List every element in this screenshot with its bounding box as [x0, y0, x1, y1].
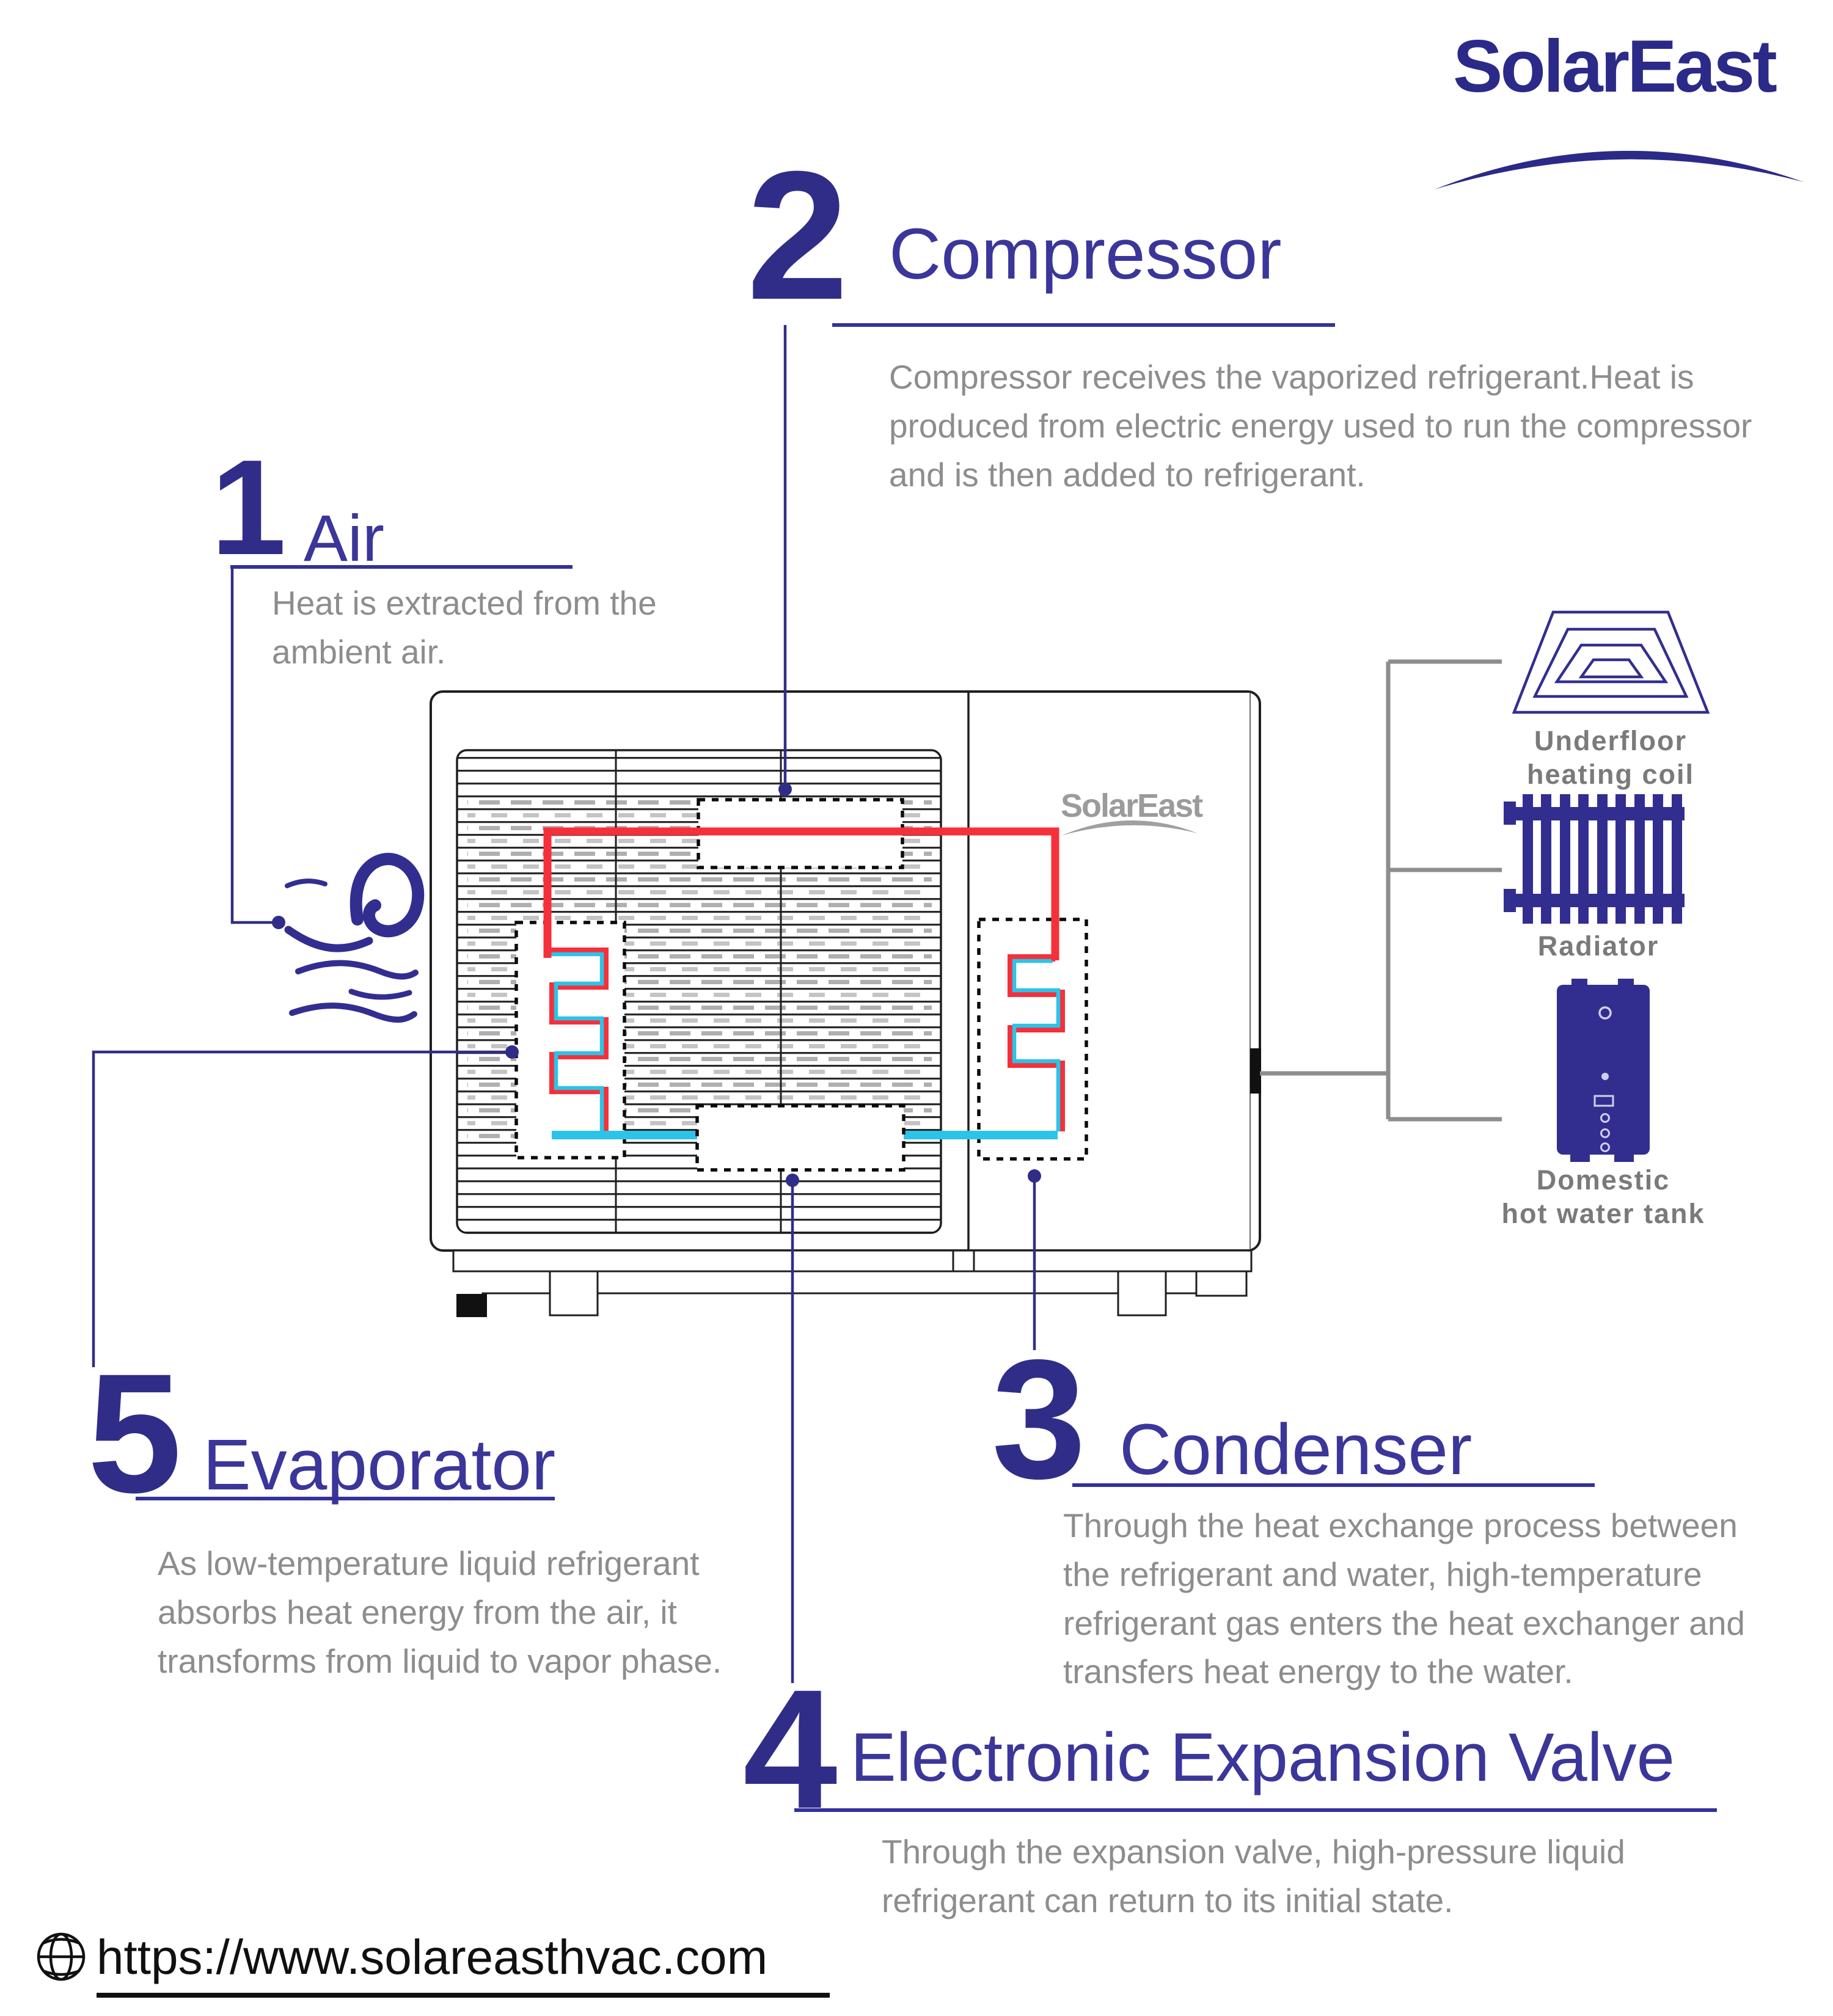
condenser-coil-cold [1012, 959, 1061, 1131]
section-title-condenser: Condenser [1119, 1409, 1473, 1490]
wind-wave-2 [348, 988, 412, 1000]
evaporator-coil-cold [550, 952, 604, 1131]
leader-dot-air [272, 916, 285, 929]
wind-swoosh-main [284, 926, 373, 952]
wind-flick [285, 878, 327, 888]
title-rule-condenser [1072, 1483, 1595, 1487]
leader-dot-condenser [1028, 1169, 1041, 1183]
unit-foot-pad [456, 1294, 487, 1317]
component-boxes [514, 798, 1088, 1161]
unit-foot-left [549, 1270, 599, 1317]
section-title-air: Air [304, 501, 384, 575]
section-number-compressor: 2 [747, 133, 849, 338]
section-body-evaporator: As low-temperature liquid refrigerant ab… [158, 1544, 722, 1680]
leader-dot-expansion-valve [786, 1174, 799, 1187]
underfloor-label-line1: Underfloor [1534, 725, 1687, 756]
radiator-icon [1504, 794, 1685, 924]
leader-dot-compressor [778, 783, 792, 796]
tank-dial [1598, 1006, 1612, 1020]
leader-lines [92, 325, 1036, 1683]
section-body-expansion-valve: Through the expansion valve, high-pressu… [882, 1833, 1625, 1919]
unit-base-plate [452, 1249, 1253, 1273]
underfloor-ring-4 [1578, 658, 1644, 679]
tank-body [1557, 985, 1650, 1155]
evaporator-coil-hot [547, 948, 609, 1131]
section-body-compressor: Compressor receives the vaporized refrig… [889, 358, 1752, 494]
title-rule-expansion-valve [794, 1808, 1717, 1812]
radiator-stub-top [1504, 802, 1516, 825]
brand-swoosh-icon [1435, 150, 1804, 189]
radiator-stub-bottom [1504, 889, 1516, 912]
hot-gas-pipe [543, 827, 1059, 960]
wind-spiral [349, 853, 425, 938]
section-body-air: Heat is extracted from the ambient air. [272, 584, 657, 671]
section-title-evaporator: Evaporator [203, 1425, 556, 1505]
section-number-condenser: 3 [992, 1324, 1086, 1514]
wind-wave-3 [289, 1003, 417, 1023]
website-link[interactable]: https://www.solareasthvac.com [97, 1929, 830, 1998]
unit-brand-swoosh-icon [1061, 820, 1198, 836]
leader-dot-evaporator [505, 1045, 519, 1059]
leader-evaporator [92, 1050, 508, 1367]
brand-logo-text: SolarEast [1453, 24, 1777, 108]
expansion-valve-box [695, 1104, 906, 1172]
underfloor-ring-1 [1512, 610, 1710, 714]
underfloor-label: Underfloor heating coil [1504, 725, 1718, 792]
globe-icon [37, 1932, 86, 1981]
section-number-evaporator: 5 [87, 1338, 182, 1528]
tank-label-line2: hot water tank [1501, 1197, 1705, 1229]
section-number-air: 1 [211, 432, 286, 583]
underfloor-ring-3 [1554, 643, 1669, 684]
condenser-coil-hot [1008, 954, 1065, 1131]
unit-foot-right [1117, 1270, 1167, 1317]
tank-display [1593, 1095, 1614, 1107]
unit-brand-text: SolarEast [1061, 787, 1203, 824]
hot-water-tank-icon [1557, 979, 1650, 1162]
section-title-expansion-valve: Electronic Expansion Valve [851, 1719, 1675, 1795]
section-title-compressor: Compressor [889, 214, 1282, 294]
leader-air [230, 567, 275, 924]
tank-label-line1: Domestic [1536, 1164, 1670, 1196]
title-rule-air [230, 565, 573, 569]
underfloor-label-line2: heating coil [1526, 758, 1695, 790]
wind-swirl-icon [284, 853, 425, 1023]
leader-dots [272, 783, 1041, 1187]
section-body-condenser: Through the heat exchange process betwee… [1063, 1507, 1746, 1691]
unit-center-tab [952, 1249, 975, 1273]
underfloor-ring-2 [1532, 627, 1689, 698]
radiator-label: Radiator [1537, 930, 1659, 962]
unit-foot-far-right [1195, 1270, 1248, 1297]
wind-wave-1 [295, 960, 419, 980]
underfloor-coil-icon [1512, 610, 1710, 714]
title-rule-compressor [832, 323, 1335, 327]
section-number-expansion-valve: 4 [743, 1654, 838, 1844]
title-rule-evaporator [136, 1497, 555, 1500]
unit-side-port [1250, 1048, 1261, 1094]
tank-label: Domestic hot water tank [1481, 1164, 1725, 1231]
output-bracket [1260, 659, 1502, 1122]
